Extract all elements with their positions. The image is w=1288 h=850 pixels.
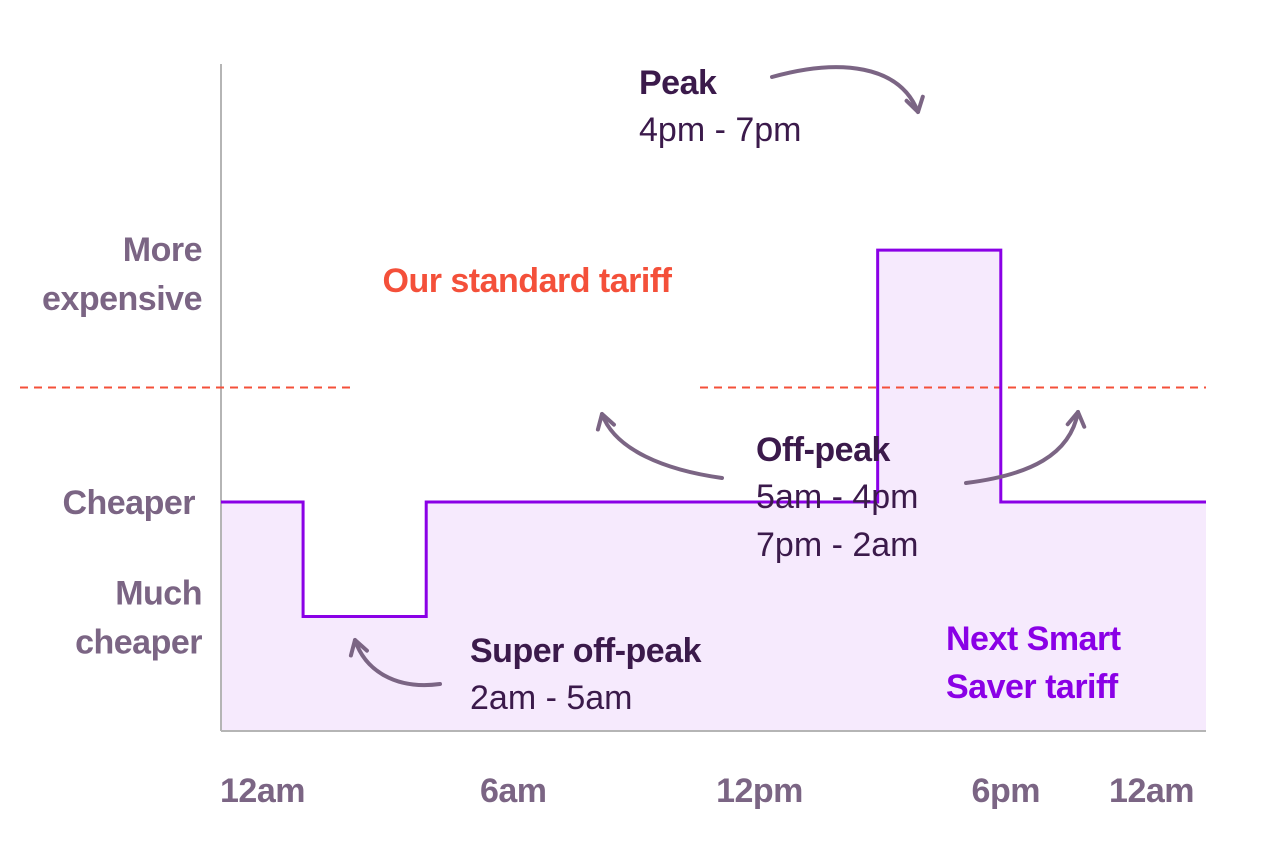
annotation-peak-time: 4pm - 7pm — [639, 111, 802, 149]
y-level-label-line2: expensive — [42, 280, 202, 318]
x-tick-label: 6pm — [972, 772, 1040, 810]
off-peak-left-arrow-shaft — [600, 412, 724, 480]
y-level-label: Cheaper — [62, 484, 195, 522]
standard-tariff-label: Our standard tariff — [383, 262, 673, 300]
series-name-line2: Saver tariff — [946, 668, 1119, 706]
chart-labels: Much cheaper Cheaper More expensive 12am 6am 12… — [42, 64, 1194, 810]
off-peak-left-arrow-head — [595, 412, 616, 432]
annotation-off-peak-title: Off-peak — [756, 431, 891, 469]
annotation-off-peak-time: 5am - 4pm — [756, 478, 919, 516]
annotation-peak-title: Peak — [639, 64, 717, 102]
super-off-peak-arrow-shaft — [353, 638, 442, 688]
peak-arrow-shaft — [770, 65, 920, 114]
y-level-label-line2: cheaper — [75, 624, 202, 662]
peak-arrow-head — [904, 94, 925, 114]
x-tick-label: 6am — [480, 772, 547, 810]
off-peak-right-arrow-shaft — [964, 410, 1080, 485]
y-level-label-line1: More — [123, 231, 202, 269]
x-tick-label: 12am — [1109, 772, 1194, 810]
x-tick-label: 12am — [220, 772, 305, 810]
off-peak-right-arrow-head — [1065, 410, 1087, 429]
annotation-super-off-peak-title: Super off-peak — [470, 632, 702, 670]
series-name-line1: Next Smart — [946, 620, 1121, 658]
super-off-peak-arrow-head — [348, 638, 369, 658]
annotation-super-off-peak-time: 2am - 5am — [470, 679, 633, 717]
x-tick-label: 12pm — [716, 772, 803, 810]
y-level-label-line1: Much — [115, 575, 202, 613]
plot-area — [20, 64, 1206, 732]
series-area-fill — [221, 250, 1206, 731]
annotation-arrows — [348, 65, 1087, 688]
annotation-off-peak-time: 7pm - 2am — [756, 526, 919, 564]
series-step-line — [221, 248, 1206, 618]
